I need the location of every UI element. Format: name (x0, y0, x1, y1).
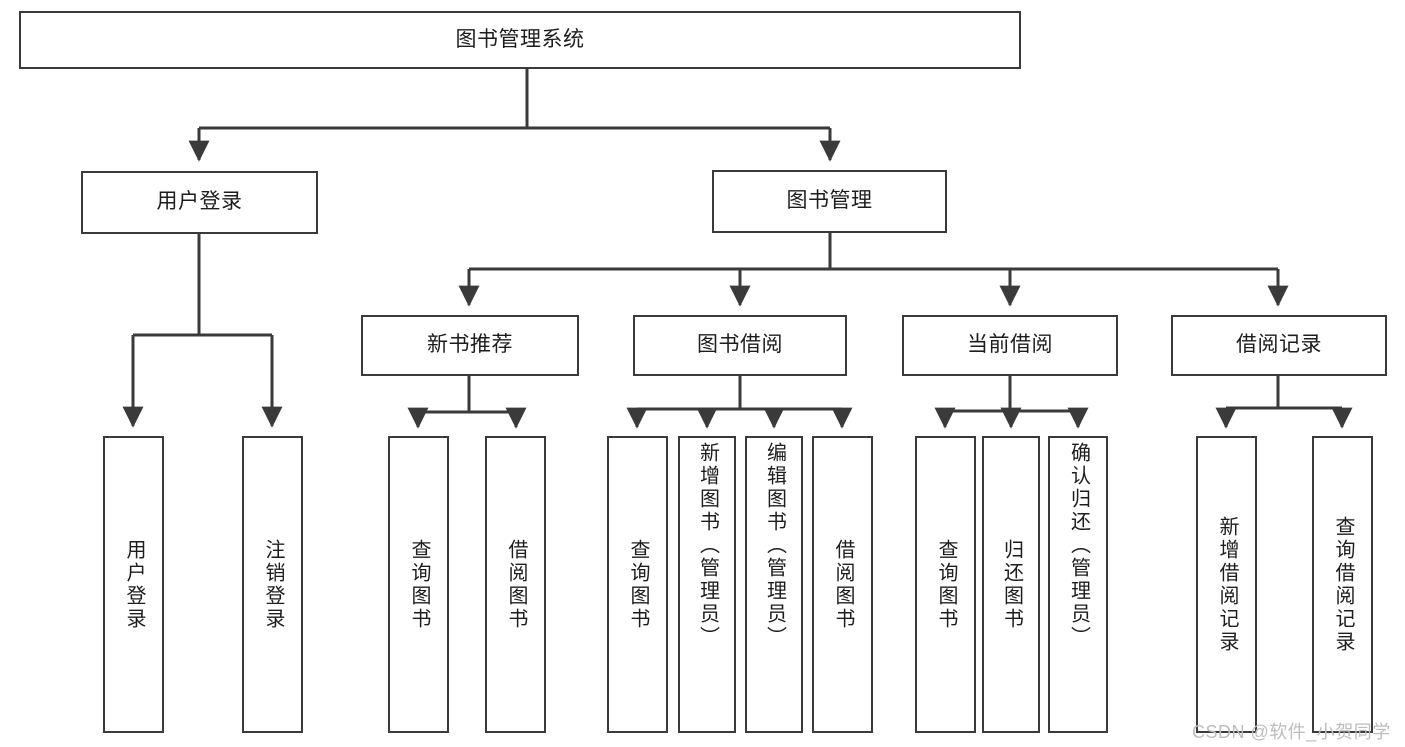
node-leaf-query-book-3[interactable]: 查询图书 (915, 436, 976, 733)
node-leaf-add-borrow-record[interactable]: 新增借阅记录 (1196, 436, 1257, 733)
node-new-book-recommend[interactable]: 新书推荐 (361, 315, 579, 376)
node-current-borrow[interactable]: 当前借阅 (902, 315, 1118, 376)
node-current-borrow-label: 当前借阅 (967, 333, 1053, 357)
node-leaf-edit-book-admin[interactable]: 编辑图书（管理员） (745, 436, 803, 733)
node-user-login-label: 用户登录 (156, 190, 243, 214)
node-book-borrow[interactable]: 图书借阅 (633, 315, 847, 376)
node-leaf-query-book-1[interactable]: 查询图书 (388, 436, 449, 733)
node-new-book-recommend-label: 新书推荐 (427, 333, 513, 357)
node-leaf-user-login[interactable]: 用户登录 (103, 436, 164, 733)
node-leaf-query-book-1-label: 查询图书 (408, 538, 430, 631)
node-leaf-borrow-book-2[interactable]: 借阅图书 (812, 436, 873, 733)
node-leaf-logout-label: 注销登录 (262, 538, 284, 631)
node-borrow-record-label: 借阅记录 (1236, 333, 1322, 357)
node-leaf-add-borrow-record-label: 新增借阅记录 (1216, 515, 1238, 654)
node-leaf-borrow-book-2-label: 借阅图书 (832, 538, 854, 631)
node-leaf-return-book[interactable]: 归还图书 (982, 436, 1040, 733)
node-leaf-logout[interactable]: 注销登录 (242, 436, 303, 733)
node-leaf-add-book-admin[interactable]: 新增图书（管理员） (678, 436, 736, 733)
node-leaf-borrow-book-1[interactable]: 借阅图书 (485, 436, 546, 733)
node-leaf-user-login-label: 用户登录 (123, 538, 145, 631)
node-leaf-return-book-label: 归还图书 (1000, 538, 1023, 631)
node-leaf-confirm-return-admin-label: 确认归还（管理员） (1067, 442, 1090, 649)
node-book-manage[interactable]: 图书管理 (712, 170, 947, 233)
node-root-label: 图书管理系统 (455, 27, 585, 51)
node-leaf-query-book-2-label: 查询图书 (627, 538, 649, 631)
node-leaf-query-book-3-label: 查询图书 (935, 538, 957, 631)
node-leaf-add-book-admin-label: 新增图书（管理员） (696, 442, 719, 649)
node-leaf-edit-book-admin-label: 编辑图书（管理员） (763, 442, 786, 649)
node-book-manage-label: 图书管理 (786, 189, 873, 213)
node-leaf-query-book-2[interactable]: 查询图书 (607, 436, 668, 733)
node-leaf-borrow-book-1-label: 借阅图书 (505, 538, 527, 631)
node-leaf-query-borrow-record[interactable]: 查询借阅记录 (1312, 436, 1373, 733)
csdn-watermark: CSDN @软件_小贺同学 (1192, 722, 1391, 742)
node-root[interactable]: 图书管理系统 (19, 11, 1021, 69)
node-leaf-confirm-return-admin[interactable]: 确认归还（管理员） (1048, 436, 1108, 733)
node-user-login[interactable]: 用户登录 (81, 171, 318, 234)
node-leaf-query-borrow-record-label: 查询借阅记录 (1332, 515, 1354, 654)
node-borrow-record[interactable]: 借阅记录 (1171, 315, 1387, 376)
node-book-borrow-label: 图书借阅 (697, 333, 783, 357)
